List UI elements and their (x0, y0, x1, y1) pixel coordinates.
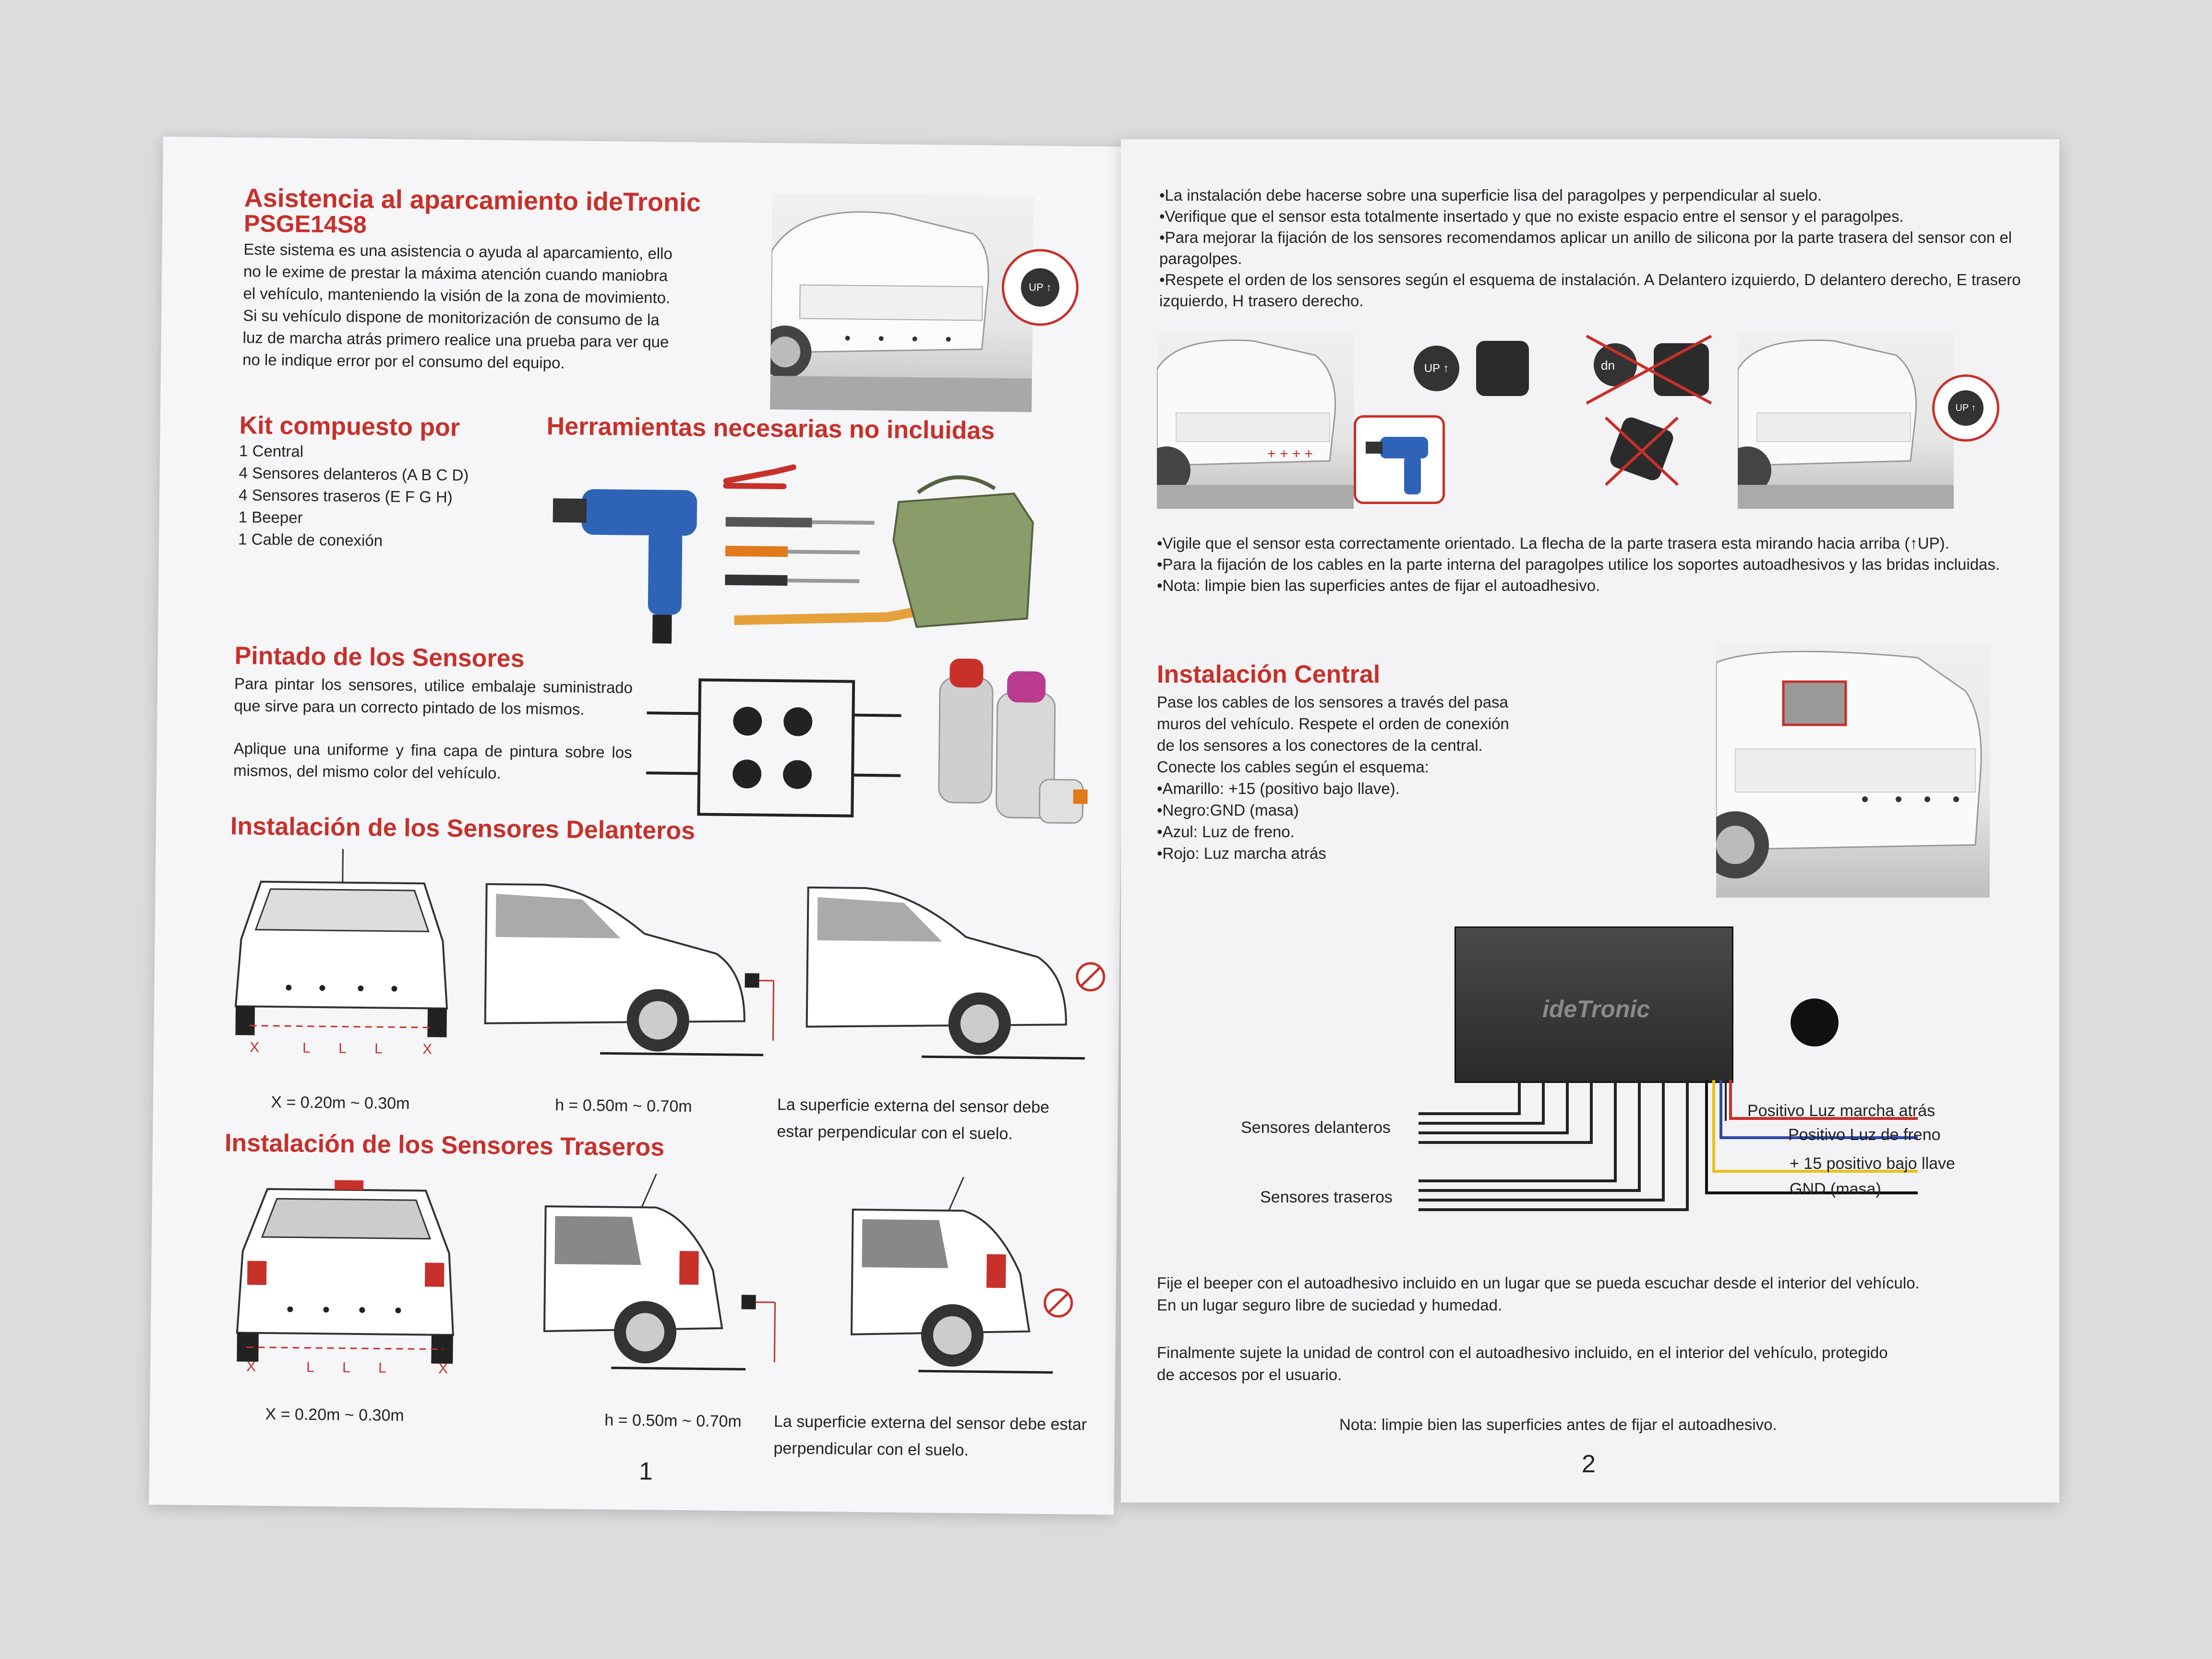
svg-text:+ + + +: + + + + (1267, 446, 1313, 462)
bottom-text-2: Finalmente sujete la unidad de control c… (1157, 1344, 1888, 1383)
manual-page-right: •La instalación debe hacerse sobre una s… (1121, 139, 2059, 1503)
sensor-up-icon: UP ↑ (1414, 346, 1459, 391)
up-icon-label: UP (1029, 281, 1044, 293)
kit-list: 1 Central 4 Sensores delanteros (A B C D… (238, 440, 469, 553)
up-icon-label: UP (1424, 362, 1440, 375)
model-code: PSGE14S8 (243, 210, 367, 239)
front-cap-surface: La superficie externa del sensor debe es… (777, 1095, 1050, 1143)
dim-x-right: X (438, 1361, 448, 1377)
pliers-icon (723, 464, 796, 490)
up-badge: UP ↑ (1932, 374, 1999, 442)
label-wire-reverse: Positivo Luz marcha atrás (1747, 1102, 1936, 1120)
label-wire-gnd: GND (masa) (1790, 1180, 1881, 1198)
dim-x-left: X (246, 1359, 256, 1375)
intro-text: Este sistema es una asistencia o ayuda a… (242, 240, 673, 372)
paint-text-2: Aplique una uniforme y fina capa de pint… (233, 739, 632, 782)
up-icon-label: UP (1955, 403, 1969, 413)
label-front-sensors: Sensores delanteros (1241, 1118, 1391, 1137)
rear-cap-surface: La superficie externa del sensor debe es… (773, 1412, 1087, 1460)
front-sensors-title: Instalación de los Sensores Delanteros (230, 812, 696, 845)
toolbox-icon (892, 475, 1034, 628)
central-install-photo (1716, 643, 1990, 898)
label-wire-brake: Positivo Luz de freno (1788, 1126, 1941, 1144)
rear-perpendicular-diagram (850, 1177, 1073, 1374)
central-text: Pase los cables de los sensores a través… (1157, 693, 1509, 862)
dim-l-2: L (342, 1360, 350, 1376)
central-title: Instalación Central (1157, 661, 1381, 688)
up-badge: UP ↑ (1001, 248, 1079, 326)
front-side-car-diagram (484, 883, 775, 1057)
kit-item: 4 Sensores delanteros (A B C D) (239, 464, 469, 484)
bullet-item: •Verifique que el sensor esta totalmente… (1159, 207, 1904, 225)
rear-cap-x: X = 0.20m ~ 0.30m (265, 1405, 404, 1425)
drill-icon (553, 489, 697, 644)
page-number: 2 (1582, 1450, 1596, 1478)
brand-logo: ideTronic (1542, 996, 1650, 1022)
front-cap-h: h = 0.50m ~ 0.70m (554, 1096, 692, 1116)
drill-icon (1366, 437, 1428, 494)
rear-cap-h: h = 0.50m ~ 0.70m (604, 1411, 742, 1431)
mid-bullets: •Vigile que el sensor esta correctamente… (1157, 533, 2021, 596)
sensor-side-icon (1476, 341, 1529, 396)
bullet-item: •Nota: limpie bien las superficies antes… (1157, 577, 1600, 594)
bullet-item: •Respete el orden de los sensores según … (1159, 271, 2021, 310)
dim-l-2: L (338, 1040, 347, 1056)
label-wire-ignition: + 15 positivo bajo llave (1790, 1154, 1955, 1173)
kit-item: 4 Sensores traseros (E F G H) (238, 486, 453, 506)
front-cap-x: X = 0.20m ~ 0.30m (271, 1093, 410, 1113)
bullet-item: •Para mejorar la fijación de los sensore… (1159, 228, 2012, 267)
front-perpendicular-diagram (805, 886, 1106, 1060)
paint-title: Pintado de los Sensores (234, 642, 525, 673)
drill-inset (1354, 415, 1445, 504)
tools-title: Herramientas necesarias no incluidas (546, 412, 995, 445)
top-bullets: •La instalación debe hacerse sobre una s… (1159, 185, 2023, 312)
label-rear-sensors: Sensores traseros (1260, 1188, 1393, 1206)
dim-x-right: X (422, 1041, 432, 1057)
bullet-item: •La instalación debe hacerse sobre una s… (1159, 186, 1822, 204)
rear-side-car-diagram (543, 1173, 776, 1370)
beeper-icon (1791, 998, 1839, 1046)
spray-cans-icon (938, 658, 1088, 824)
kit-item: 1 Cable de conexión (238, 530, 383, 550)
kit-item: 1 Beeper (238, 508, 303, 527)
page-number: 1 (638, 1457, 653, 1486)
rear-car-diagram: X L L L X (236, 1180, 454, 1377)
kit-item: 1 Central (239, 442, 304, 460)
dim-x-left: X (250, 1040, 259, 1056)
bottom-note: Nota: limpie bien las superficies antes … (1339, 1416, 1777, 1433)
paint-holder-diagram (646, 678, 902, 817)
bullet-item: •Vigile que el sensor esta correctamente… (1157, 534, 1949, 552)
dim-l-3: L (378, 1360, 386, 1376)
kit-title: Kit compuesto por (239, 411, 460, 442)
paint-text-1: Para pintar los sensores, utilice embala… (234, 674, 633, 718)
control-unit: ideTronic (1455, 926, 1733, 1083)
dim-l-1: L (302, 1040, 311, 1056)
bottom-text-1: Fije el beeper con el autoadhesivo inclu… (1157, 1274, 1920, 1314)
screwdrivers-icon (725, 517, 875, 586)
wrong-orientation-icon: dn (1586, 335, 1712, 486)
bullet-item: •Para la fijación de los cables en la pa… (1157, 555, 2000, 573)
dim-l-3: L (374, 1041, 383, 1057)
rear-sensors-title: Instalación de los Sensores Traseros (224, 1129, 665, 1162)
wiring-diagram (1419, 1080, 1918, 1211)
front-car-diagram: X L L L X (234, 849, 448, 1058)
flipped-up-label: dn (1601, 358, 1615, 373)
manual-page-left: Asistencia al aparcamiento ideTronic PSG… (149, 136, 1128, 1515)
rear-bumper-photo: + + + + (1157, 331, 1354, 509)
tools-illustration (553, 464, 1034, 644)
rear-car-illustration (770, 211, 1032, 412)
dim-l-1: L (306, 1359, 314, 1375)
rear-mounted-photo (1738, 331, 1954, 509)
rear-car-photo (770, 193, 1034, 412)
